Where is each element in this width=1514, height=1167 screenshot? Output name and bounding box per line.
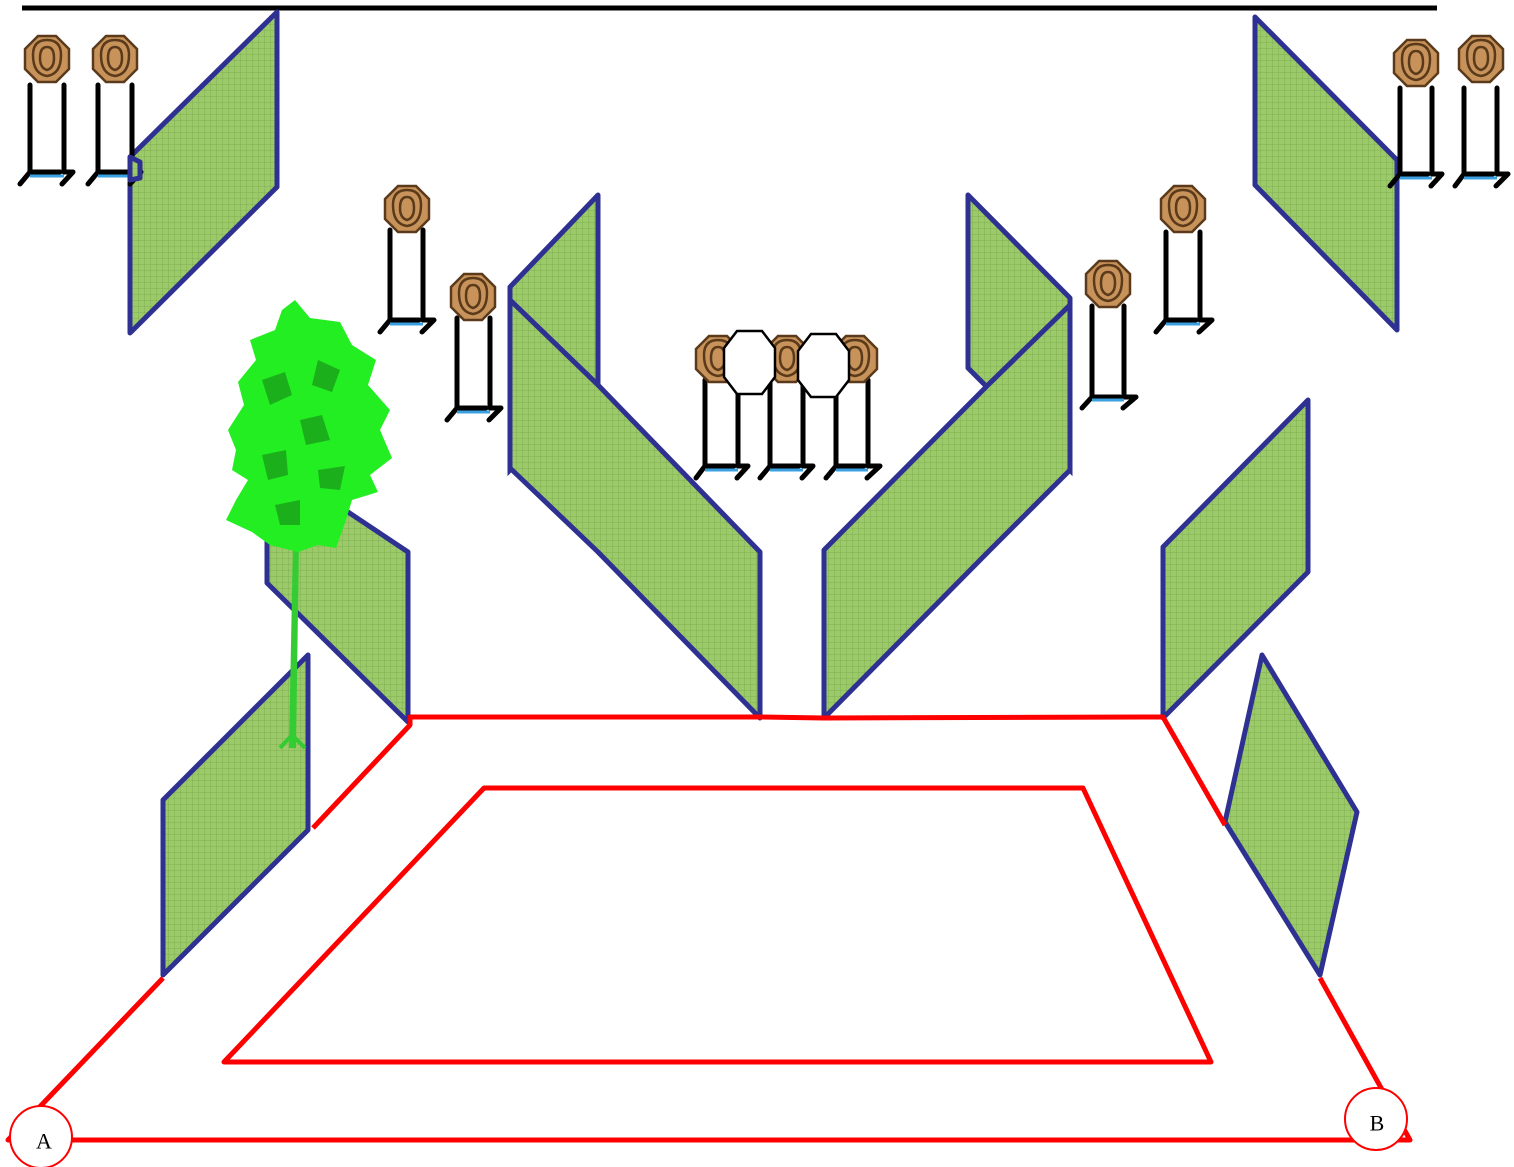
wall-top-right <box>1255 17 1397 330</box>
target-stand <box>1082 261 1136 408</box>
target-stand <box>1455 36 1508 186</box>
wall-top-left <box>130 12 277 333</box>
paper-target-icon <box>1086 261 1130 307</box>
start-position-b: B <box>1345 1088 1407 1150</box>
paper-target-icon <box>1459 36 1503 82</box>
fault-line-outer <box>8 978 1410 1140</box>
paper-target-icon <box>25 36 69 82</box>
start-position-a: A <box>10 1106 72 1167</box>
paper-target-icon <box>385 186 429 232</box>
target-stand <box>380 186 434 332</box>
position-label-a: A <box>36 1129 52 1154</box>
paper-target-icon <box>1394 40 1438 86</box>
target-stand <box>1390 40 1442 186</box>
target-stand <box>20 36 73 184</box>
paper-target-icon <box>1161 186 1205 232</box>
no-shoot-target-icon <box>798 334 849 397</box>
no-shoot-target-icon <box>724 331 775 394</box>
wall-top-left-front <box>130 157 140 180</box>
paper-target-icon <box>451 274 495 320</box>
fault-line-outer-left <box>313 717 1225 828</box>
position-label-b: B <box>1370 1111 1385 1136</box>
wall-right-front <box>1225 655 1357 975</box>
center-target-array <box>696 331 880 478</box>
fault-line-inner-box <box>224 788 1211 1062</box>
target-stand <box>1156 186 1212 332</box>
target-stand <box>447 274 501 420</box>
paper-target-icon <box>93 36 137 82</box>
wall-left-front <box>163 655 308 975</box>
wall-right-mid <box>1163 400 1308 718</box>
